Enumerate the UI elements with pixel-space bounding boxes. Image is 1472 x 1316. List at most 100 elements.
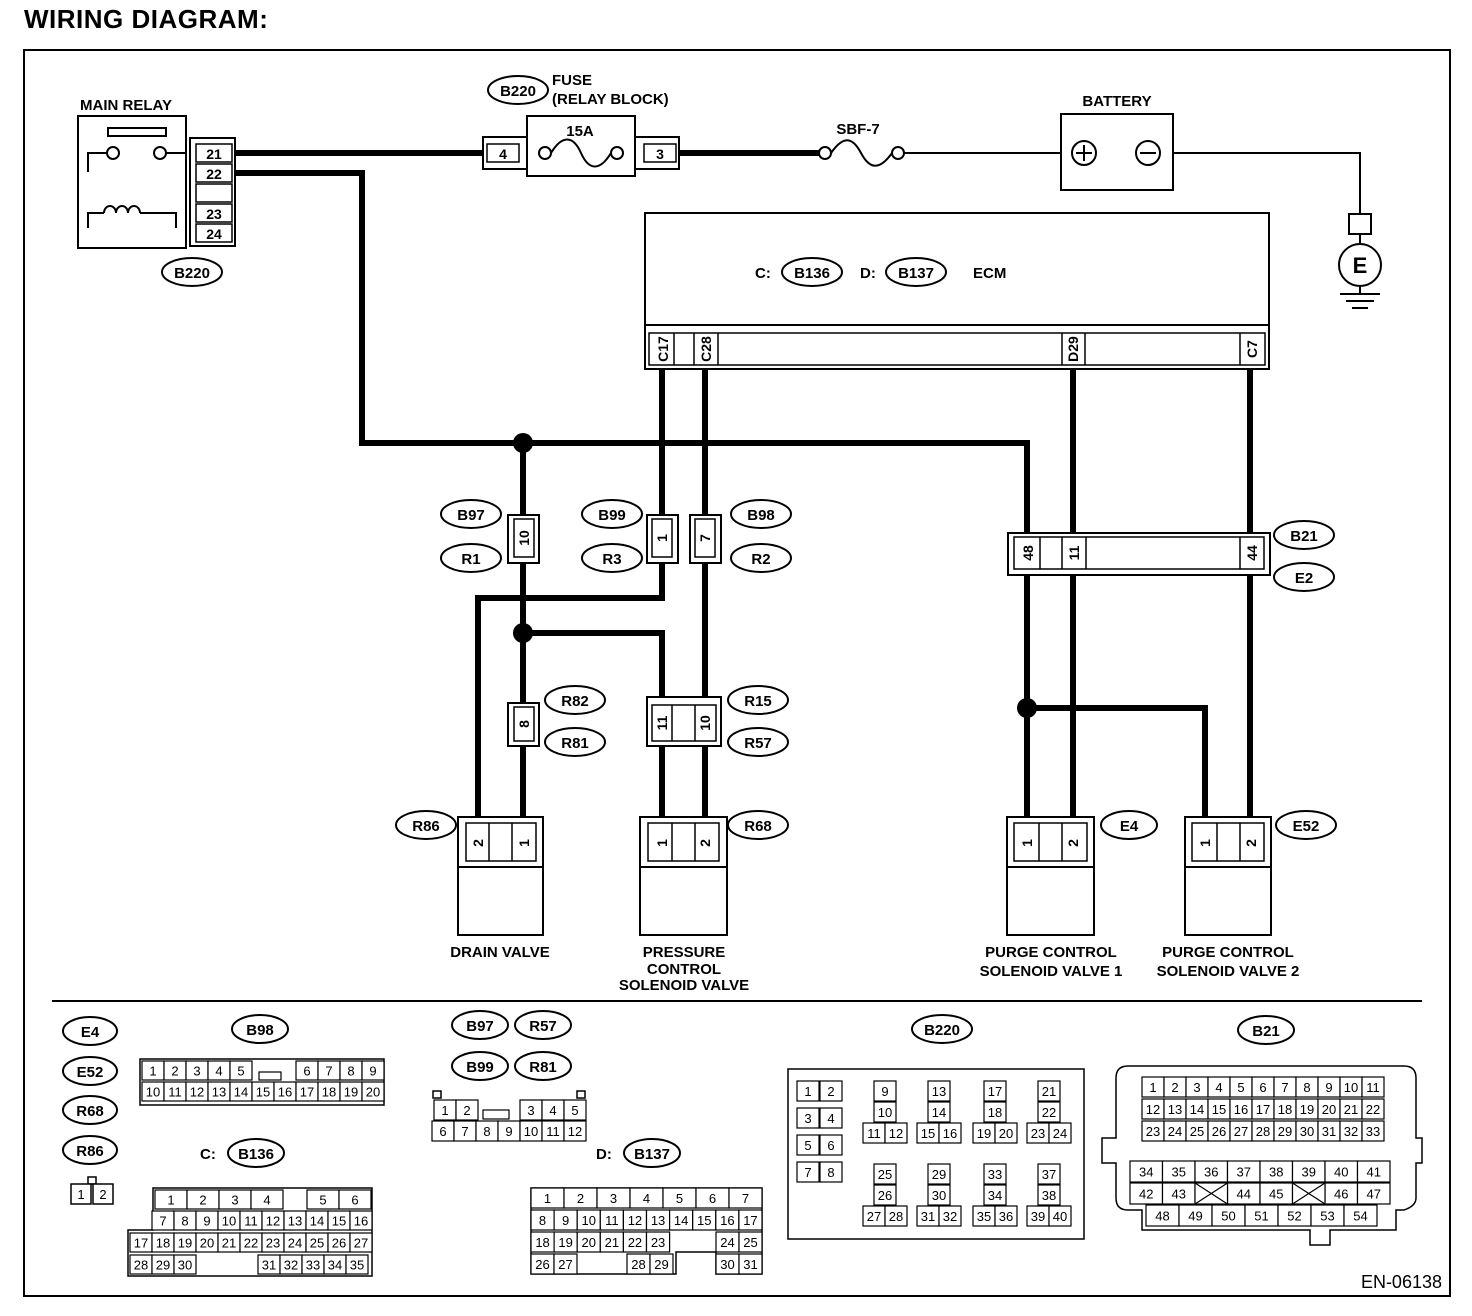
purge2-label-line1: PURGE CONTROL (1162, 944, 1294, 961)
connector-r82: R82 (561, 693, 589, 710)
b21-pin-27-label: 27 (1234, 1124, 1248, 1139)
b21-pin-47-cell (1356, 1182, 1391, 1205)
b137-pin-15-label: 15 (697, 1213, 711, 1228)
r68-pin-2: 2 (697, 839, 713, 847)
b98-pin-16-label: 16 (278, 1085, 292, 1100)
b137-pin-28-label: 28 (631, 1257, 645, 1272)
fuse-rating: 15A (566, 123, 594, 140)
b21-pin-34-label: 34 (1139, 1165, 1153, 1180)
b220-pin-35-label: 35 (977, 1209, 991, 1224)
b136-pin-27-label: 27 (354, 1236, 368, 1251)
connector-b98: B98 (747, 507, 775, 524)
b137-pin-26-label: 26 (535, 1257, 549, 1272)
b137-pin-19-label: 19 (558, 1235, 572, 1250)
b220-pin-26-label: 26 (878, 1188, 892, 1203)
b136-pin-10-label: 10 (222, 1214, 236, 1229)
ecm-pin-c7: C7 (1244, 340, 1260, 358)
b21-pin-15-label: 15 (1212, 1102, 1226, 1117)
b220-pin-39-label: 39 (1031, 1209, 1045, 1224)
connector-e2: E2 (1295, 570, 1313, 587)
b97-pin-8-label: 8 (483, 1124, 490, 1139)
sbf-7-fusible-link: SBF-7 (818, 121, 905, 167)
connector-r81: R81 (561, 735, 589, 752)
b21-pin-8-label: 8 (1303, 1080, 1310, 1095)
b220-pin-12-cell (884, 1122, 908, 1144)
pcsv-label-line2: CONTROL (647, 961, 721, 978)
b220-pin-18-label: 18 (988, 1105, 1002, 1120)
b21-pin-25-label: 25 (1190, 1124, 1204, 1139)
b97-pin-12-cell (563, 1120, 587, 1142)
b21-pin-11-cell (1361, 1076, 1385, 1098)
b97-pin-2-label: 2 (463, 1103, 470, 1118)
fuse-relay-block: B220 FUSE (RELAY BLOCK) 15A 4 3 (482, 72, 680, 177)
r86-pin-2: 2 (470, 839, 486, 847)
b98-pin-13-label: 13 (212, 1085, 226, 1100)
b97-key (482, 1109, 510, 1120)
b137-pin-21-label: 21 (605, 1235, 619, 1250)
connector-r15: R15 (744, 693, 772, 710)
b98-pin-11-label: 11 (168, 1085, 182, 1100)
b220-pin-36-cell (994, 1205, 1018, 1227)
b136-pin-35-label: 35 (350, 1258, 364, 1273)
b220-pin-38-label: 38 (1042, 1188, 1056, 1203)
b137-pin-29-label: 29 (654, 1257, 668, 1272)
b220-pin-33-label: 33 (988, 1167, 1002, 1182)
b97-pin-4-label: 4 (549, 1103, 556, 1118)
connector-b98-r2: 7 B98 R2 (689, 499, 792, 573)
b21-pin-50-label: 50 (1221, 1209, 1235, 1224)
b21-pin-35-label: 35 (1172, 1165, 1186, 1180)
b21-pin-48-label: 48 (1155, 1209, 1169, 1224)
b21-pin-37-label: 37 (1237, 1165, 1251, 1180)
b220-pin-30-label: 30 (932, 1188, 946, 1203)
b220-pin-34-cell (983, 1184, 1007, 1206)
b220-pin-8-label: 8 (827, 1165, 834, 1180)
connector-r15-r57: 11 10 R15 R57 (646, 685, 789, 757)
diagram-frame (23, 49, 1451, 1297)
b21-pin-19-label: 19 (1300, 1102, 1314, 1117)
b21-pin-52-label: 52 (1287, 1209, 1301, 1224)
b136-pin-7-label: 7 (159, 1214, 166, 1229)
b21-blank-cross (1194, 1182, 1228, 1205)
b136-pin-30-cell (173, 1254, 197, 1275)
b136-pin-20-label: 20 (200, 1236, 214, 1251)
b137-pin-22-label: 22 (628, 1235, 642, 1250)
b220-pin-21-cell (1037, 1080, 1061, 1102)
b136-pin-3-label: 3 (231, 1193, 238, 1208)
b21-pin-39-label: 39 (1302, 1165, 1316, 1180)
b137-pin-31-cell (738, 1253, 763, 1275)
b21-pin-9-label: 9 (1325, 1080, 1332, 1095)
connector-b136: B136 (794, 265, 830, 282)
main-relay-label: MAIN RELAY (80, 97, 172, 114)
relay-pin-21: 21 (206, 146, 222, 162)
b137-pin-7-cell (728, 1187, 763, 1209)
connector-r57: R57 (744, 735, 772, 752)
b97-pin-2-cell (455, 1099, 479, 1121)
b21-pin-54-cell (1343, 1204, 1378, 1227)
b97-pin-11-label: 11 (546, 1124, 560, 1139)
b97-pin-6-label: 6 (439, 1124, 446, 1139)
connector-b99: B99 (598, 507, 626, 524)
purge2-label-line2: SOLENOID VALVE 2 (1157, 963, 1300, 980)
document-id: EN-06138 (1361, 1272, 1442, 1292)
b220-pin-17-cell (983, 1080, 1007, 1102)
b98-pin-15-label: 15 (256, 1085, 270, 1100)
drain-valve: 2 1 R86 DRAIN VALVE (395, 810, 550, 961)
b220-pin-22-cell (1037, 1101, 1061, 1123)
b97-pin-10: 10 (516, 530, 532, 546)
ground-symbol: E (1338, 213, 1382, 309)
b98-pin-20-label: 20 (366, 1085, 380, 1100)
b98-key (258, 1071, 282, 1081)
b220-pin-8-cell (819, 1161, 843, 1183)
legend-two-pin: E4 E52 R68 R86 1 2 (62, 1016, 118, 1205)
purge1-label-line2: SOLENOID VALVE 1 (980, 963, 1123, 980)
b220-pin-25-label: 25 (878, 1167, 892, 1182)
b136-pin-17-label: 17 (134, 1236, 148, 1251)
b21-pin-6-label: 6 (1259, 1080, 1266, 1095)
b137-pin-27-cell (553, 1253, 578, 1275)
b136-pin-34-label: 34 (328, 1258, 342, 1273)
b98-pin-18-label: 18 (322, 1085, 336, 1100)
b136-pin-18-label: 18 (156, 1236, 170, 1251)
r86-pin-1: 1 (516, 839, 532, 847)
